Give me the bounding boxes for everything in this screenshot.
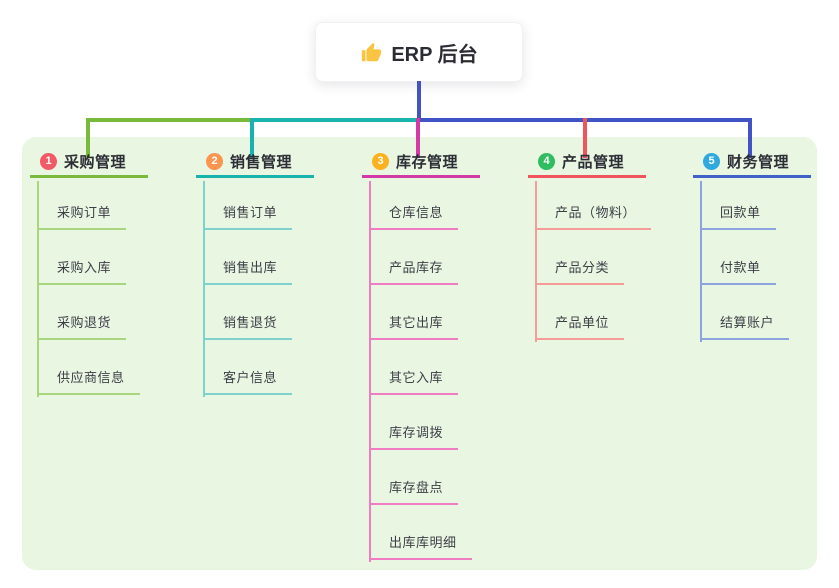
branch-label: 销售管理 [230, 154, 293, 171]
child-node[interactable]: 库存调拨 [369, 416, 459, 450]
root-node[interactable]: ERP 后台 [315, 22, 523, 82]
bus-segment-teal [250, 118, 420, 122]
branch-drop-5 [748, 118, 752, 158]
branch-badge-4: 4 [538, 153, 555, 170]
child-node[interactable]: 出库库明细 [369, 526, 472, 560]
child-node[interactable]: 供应商信息 [37, 361, 140, 395]
child-node[interactable]: 回款单 [700, 196, 776, 230]
thumbs-up-icon [360, 42, 382, 64]
child-node[interactable]: 其它出库 [369, 306, 459, 340]
branch-title-3[interactable]: 3 库存管理 [362, 148, 480, 178]
branch-title-4[interactable]: 4 产品管理 [528, 148, 646, 178]
child-node[interactable]: 库存盘点 [369, 471, 459, 505]
child-node[interactable]: 产品分类 [535, 251, 625, 285]
branch-rail-1 [37, 181, 39, 397]
child-node[interactable]: 采购入库 [37, 251, 127, 285]
branch-title-5[interactable]: 5 财务管理 [693, 148, 811, 178]
branch-title-2[interactable]: 2 销售管理 [196, 148, 314, 178]
branch-drop-1 [86, 118, 90, 158]
child-node[interactable]: 销售订单 [203, 196, 293, 230]
branches-panel [22, 137, 817, 570]
branch-rail-3 [369, 181, 371, 562]
branch-title-1[interactable]: 1 采购管理 [30, 148, 148, 178]
branch-drop-2 [250, 118, 254, 158]
branch-label: 财务管理 [727, 154, 790, 171]
child-node[interactable]: 销售退货 [203, 306, 293, 340]
branch-rail-4 [535, 181, 537, 342]
child-node[interactable]: 产品库存 [369, 251, 459, 285]
branch-drop-4 [583, 118, 587, 158]
root-connector-stem [417, 81, 421, 122]
branch-drop-3 [416, 118, 420, 158]
branch-label: 采购管理 [64, 154, 127, 171]
child-node[interactable]: 仓库信息 [369, 196, 459, 230]
branch-label: 库存管理 [396, 154, 459, 171]
branch-badge-5: 5 [703, 153, 720, 170]
child-node[interactable]: 其它入库 [369, 361, 459, 395]
child-node[interactable]: 采购退货 [37, 306, 127, 340]
bus-segment-green [86, 118, 254, 122]
child-node[interactable]: 产品（物料） [535, 196, 652, 230]
child-node[interactable]: 客户信息 [203, 361, 293, 395]
branch-rail-5 [700, 181, 702, 342]
child-node[interactable]: 销售出库 [203, 251, 293, 285]
branch-label: 产品管理 [562, 154, 625, 171]
branch-badge-1: 1 [40, 153, 57, 170]
branch-badge-3: 3 [372, 153, 389, 170]
root-label: ERP 后台 [391, 43, 478, 66]
child-node[interactable]: 付款单 [700, 251, 776, 285]
child-node[interactable]: 产品单位 [535, 306, 625, 340]
branch-rail-2 [203, 181, 205, 397]
child-node[interactable]: 结算账户 [700, 306, 790, 340]
branch-badge-2: 2 [206, 153, 223, 170]
child-node[interactable]: 采购订单 [37, 196, 127, 230]
